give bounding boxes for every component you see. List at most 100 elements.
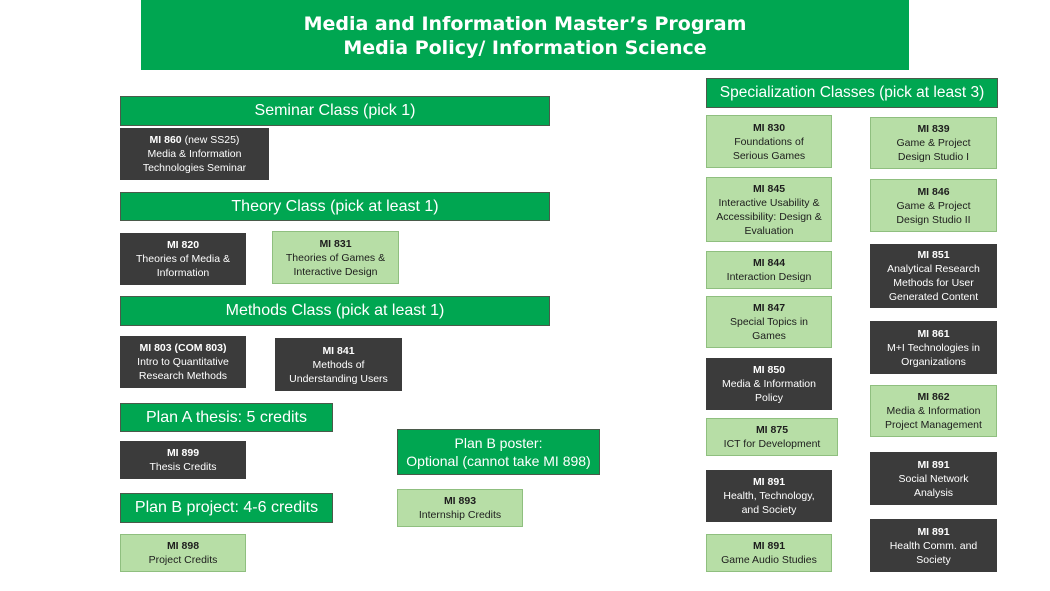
- course-title-line-1: Interaction Design: [726, 271, 812, 283]
- plan-a-thesis-label: Plan A thesis: 5 credits: [146, 408, 307, 426]
- course-title-line-2: Information: [156, 267, 210, 279]
- course-code: MI 844: [752, 257, 786, 269]
- course-title-line-2: Technologies Seminar: [142, 162, 247, 174]
- course-mi891-health-comm: MI 891 Health Comm. and Society: [870, 519, 997, 572]
- theory-class-header: Theory Class (pick at least 1): [120, 192, 550, 221]
- methods-class-header: Methods Class (pick at least 1): [120, 296, 550, 326]
- course-mi846: MI 846 Game & Project Design Studio II: [870, 179, 997, 232]
- course-mi899: MI 899 Thesis Credits: [120, 441, 246, 479]
- plan-b-project-label: Plan B project: 4-6 credits: [134, 499, 319, 516]
- course-title-line-2: Understanding Users: [289, 372, 388, 385]
- course-code: MI 841: [322, 344, 355, 357]
- course-title-line-2: and Society: [741, 504, 797, 516]
- course-code: MI 875: [755, 424, 789, 436]
- course-mi845: MI 845 Interactive Usability & Accessibi…: [706, 177, 832, 242]
- course-mi820: MI 820 Theories of Media & Information: [120, 233, 246, 285]
- course-code: MI 820: [166, 239, 200, 251]
- course-note: (new SS25): [181, 134, 240, 146]
- program-title: Media and Information Master’s Program: [303, 13, 747, 35]
- course-mi803: MI 803 (COM 803) Intro to Quantitative R…: [120, 336, 246, 388]
- course-title-line-2: Design Studio I: [897, 151, 970, 163]
- course-mi862: MI 862 Media & Information Project Manag…: [870, 385, 997, 437]
- plan-b-poster-label: Plan B poster:: [454, 435, 543, 451]
- course-title-line-1: Project Credits: [148, 554, 218, 566]
- course-code: MI 860: [149, 134, 182, 146]
- program-subtitle: Media Policy/ Information Science: [343, 37, 707, 59]
- course-mi850: MI 850 Media & Information Policy: [706, 358, 832, 410]
- course-code: MI 845: [752, 182, 786, 195]
- course-code: MI 891: [752, 540, 786, 552]
- course-code: MI 831: [319, 237, 352, 250]
- course-mi839: MI 839 Game & Project Design Studio I: [870, 117, 997, 169]
- course-mi898: MI 898 Project Credits: [120, 534, 246, 572]
- course-title-line-1: Game & Project: [896, 199, 971, 212]
- course-mi891-game-audio: MI 891 Game Audio Studies: [706, 534, 832, 572]
- course-title-line-2: Society: [916, 553, 951, 566]
- course-title-line-2: Methods for User: [893, 277, 974, 289]
- course-title-line-1: M+I Technologies in: [887, 341, 980, 354]
- course-title-line-2: Organizations: [901, 355, 966, 368]
- course-code: MI 862: [917, 391, 950, 403]
- course-mi860: MI 860 (new SS25) Media & Information Te…: [120, 128, 269, 180]
- plan-b-project-header: Plan B project: 4-6 credits: [120, 493, 333, 523]
- course-title-line-1: Foundations of: [734, 135, 804, 148]
- course-title-line-2: Games: [752, 330, 786, 342]
- course-title-line-2: Research Methods: [138, 370, 228, 382]
- course-title-line-1: Health Comm. and: [889, 539, 978, 552]
- course-code: MI 891: [917, 458, 950, 471]
- course-title-line-1: Internship Credits: [418, 509, 502, 521]
- course-mi891-health-technology: MI 891 Health, Technology, and Society: [706, 470, 832, 522]
- course-title-line-2: Project Management: [885, 419, 982, 431]
- course-title-line-2: Serious Games: [732, 149, 806, 162]
- course-title-line-1: Special Topics in: [729, 316, 809, 328]
- specialization-classes-header: Specialization Classes (pick at least 3): [706, 78, 998, 108]
- course-code: MI 899: [166, 447, 200, 459]
- course-mi893: MI 893 Internship Credits: [397, 489, 523, 527]
- course-title-line-1: Social Network: [898, 472, 969, 485]
- course-code: MI 861: [917, 327, 950, 340]
- course-mi891-social-network: MI 891 Social Network Analysis: [870, 452, 997, 505]
- course-code: MI 830: [752, 121, 786, 134]
- course-title-line-1: Media & Information: [147, 148, 242, 160]
- theory-class-label: Theory Class (pick at least 1): [231, 197, 439, 215]
- course-code: MI 839: [917, 123, 950, 135]
- course-title-line-2: Accessibility: Design &: [716, 210, 822, 223]
- course-code: MI 847: [752, 302, 786, 314]
- course-title-line-1: Intro to Quantitative: [137, 356, 229, 368]
- course-mi841: MI 841 Methods of Understanding Users: [275, 338, 402, 391]
- course-mi851: MI 851 Analytical Research Methods for U…: [870, 244, 997, 308]
- course-code-line: MI 860 (new SS25): [150, 133, 240, 147]
- course-title-line-1: Media & Information: [886, 405, 981, 417]
- course-code: MI 850: [752, 364, 786, 376]
- course-mi830: MI 830 Foundations of Serious Games: [706, 115, 832, 168]
- course-title-line-2: Interactive Design: [293, 265, 378, 278]
- course-code: MI 898: [166, 540, 200, 552]
- specialization-classes-label: Specialization Classes (pick at least 3): [719, 84, 985, 101]
- course-code: MI 891: [752, 476, 786, 488]
- course-title-line-1: Game & Project: [896, 137, 971, 149]
- course-title-line-2: Analysis: [913, 486, 954, 499]
- plan-a-thesis-header: Plan A thesis: 5 credits: [120, 403, 333, 432]
- plan-b-poster-header: Plan B poster: Optional (cannot take MI …: [397, 429, 600, 475]
- course-title-line-1: Thesis Credits: [149, 461, 217, 473]
- course-title-line-2: Design Studio II: [896, 213, 971, 226]
- course-title-line-3: Generated Content: [888, 291, 979, 303]
- course-title-line-1: ICT for Development: [723, 438, 821, 450]
- course-mi861: MI 861 M+I Technologies in Organizations: [870, 321, 997, 374]
- course-mi831: MI 831 Theories of Games & Interactive D…: [272, 231, 399, 284]
- course-code: MI 803 (COM 803): [139, 342, 227, 354]
- course-title-line-1: Interactive Usability &: [718, 196, 820, 209]
- course-title-line-1: Methods of: [312, 358, 365, 371]
- course-title-line-1: Media & Information: [722, 378, 816, 390]
- course-mi844: MI 844 Interaction Design: [706, 251, 832, 289]
- course-mi847: MI 847 Special Topics in Games: [706, 296, 832, 348]
- course-code: MI 891: [917, 525, 950, 538]
- course-title-line-1: Health, Technology,: [723, 490, 815, 502]
- methods-class-label: Methods Class (pick at least 1): [225, 302, 445, 319]
- plan-b-poster-note: Optional (cannot take MI 898): [406, 453, 591, 469]
- course-title-line-2: Policy: [754, 392, 783, 404]
- course-title-line-1: Game Audio Studies: [721, 554, 817, 566]
- course-code: MI 846: [917, 185, 950, 198]
- program-title-banner: Media and Information Master’s Program M…: [141, 0, 909, 70]
- course-code: MI 893: [443, 495, 477, 507]
